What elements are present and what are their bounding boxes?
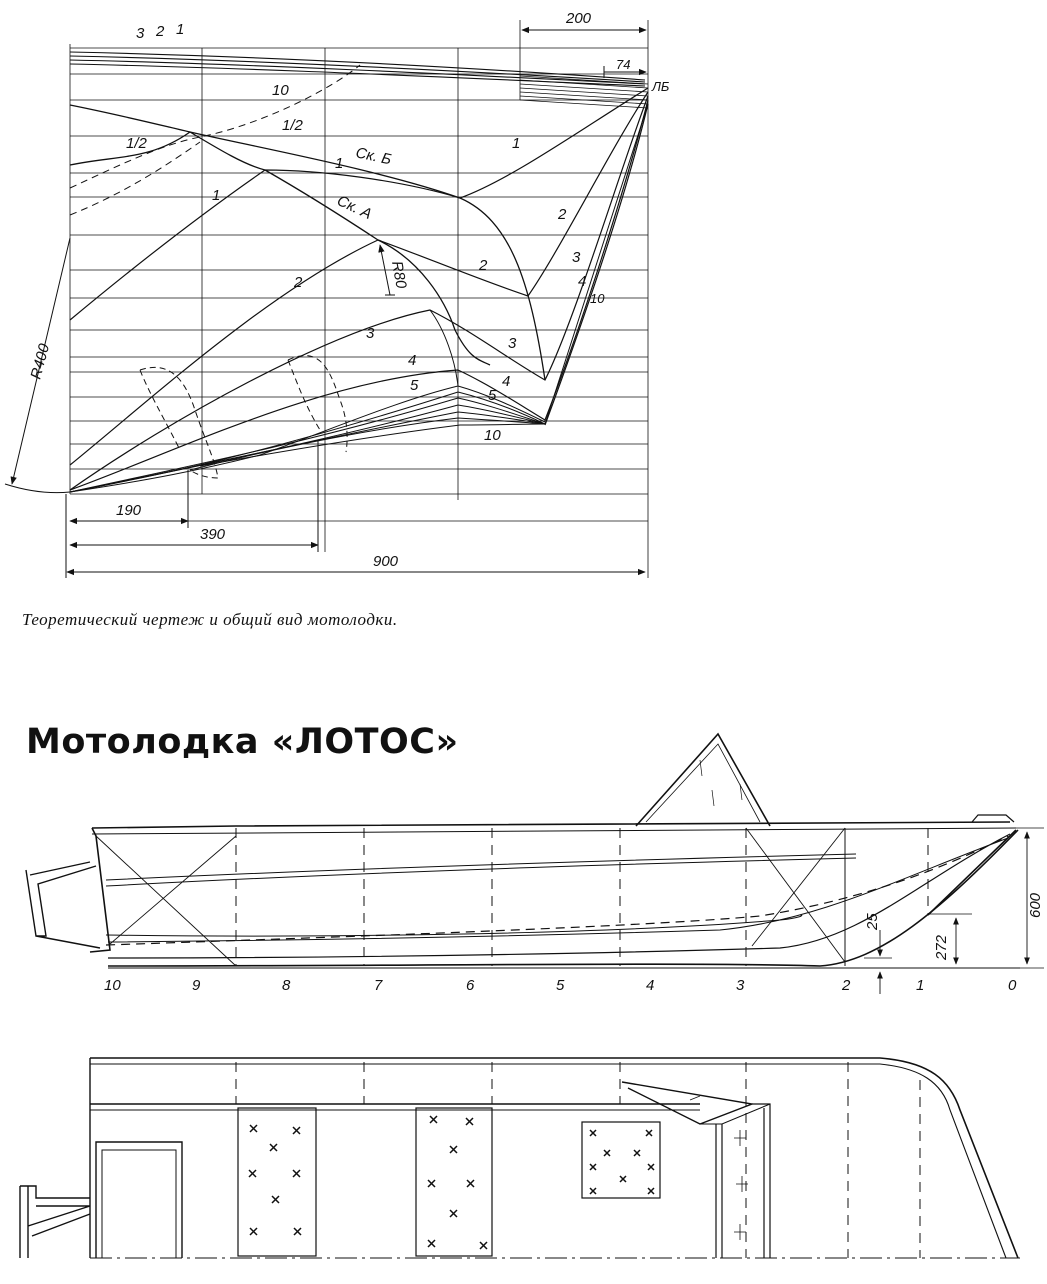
dim-label-200: 200 [565, 10, 592, 27]
windscreen [635, 732, 771, 827]
grid-vertical-lines [69, 20, 649, 578]
wl-label-10: 10 [484, 427, 501, 444]
station-label-7: 7 [374, 977, 383, 994]
figure-caption: Теоретический чертеж и общий вид мотолод… [22, 610, 398, 629]
seat-rivet-marks [248, 1115, 655, 1250]
dim-label-25: 25 [864, 913, 881, 931]
side-view-labels: 10 9 8 7 6 5 4 3 2 1 0 600 272 25 [104, 892, 1044, 994]
dim-label-74: 74 [616, 57, 630, 72]
wl-label-3b: 3 [508, 335, 517, 352]
radius-label-80: R80 [388, 260, 410, 291]
tag-le: ЛБ [651, 79, 670, 94]
station-label-5: 5 [556, 977, 565, 994]
outboard-bracket [25, 865, 101, 949]
wl-label-2a: 2 [293, 274, 303, 291]
label-skin-b: Ск. Б [354, 144, 393, 168]
hatched-strip [519, 75, 649, 109]
station-label-3: 3 [736, 977, 745, 994]
wl-label-4a: 4 [408, 352, 416, 369]
right-label-4: 4 [578, 273, 586, 290]
station-label-4: 4 [646, 977, 654, 994]
label-half-b: 1/2 [282, 117, 304, 134]
skin-a-curve [69, 131, 491, 366]
wl-label-4b: 4 [502, 373, 510, 390]
station-label-0: 0 [1008, 977, 1017, 994]
line-label-10-top: 10 [272, 82, 289, 99]
wl-label-5a: 5 [410, 377, 419, 394]
line-label-3: 3 [136, 25, 145, 42]
wl-label-1b: 1 [212, 187, 220, 204]
dim-label-390: 390 [200, 526, 226, 543]
right-label-10: 10 [590, 291, 605, 306]
station-label-6: 6 [466, 977, 475, 994]
wl-label-2b: 2 [478, 257, 488, 274]
dim-label-190: 190 [116, 502, 142, 519]
line-label-2: 2 [155, 23, 165, 40]
half-breadth-dashed [69, 64, 361, 189]
right-label-3: 3 [572, 249, 581, 266]
grid-horizontal-lines [70, 47, 648, 522]
sheer-lines [69, 51, 646, 87]
wl-label-1c: 1 [512, 135, 520, 152]
wl-label-1a: 1 [335, 155, 343, 172]
lines-plan-labels: 200 74 ЛБ 3 2 1 10 1/2 1/2 Ск. Б Ск. А R… [27, 10, 669, 570]
right-label-2: 2 [557, 206, 567, 223]
wl-label-3a: 3 [366, 325, 375, 342]
radius-label-400: R400 [27, 341, 53, 381]
dim-label-600: 600 [1027, 892, 1044, 918]
wl-label-5b: 5 [488, 387, 497, 404]
label-half-a: 1/2 [126, 135, 148, 152]
side-view [25, 732, 1044, 994]
station-label-1: 1 [916, 977, 924, 994]
line-label-1: 1 [176, 21, 184, 38]
skin-b-curve [69, 104, 546, 381]
station-label-9: 9 [192, 977, 201, 994]
station-label-2: 2 [841, 977, 851, 994]
dim-label-272: 272 [933, 934, 950, 961]
plan-view [19, 1057, 1020, 1259]
station-label-10: 10 [104, 977, 121, 994]
station-label-8: 8 [282, 977, 291, 994]
page-heading: Мотолодка «ЛОТОС» [26, 722, 459, 762]
lines-plan [4, 20, 649, 578]
radius-400-arc [4, 483, 71, 494]
dim-label-900: 900 [373, 553, 399, 570]
